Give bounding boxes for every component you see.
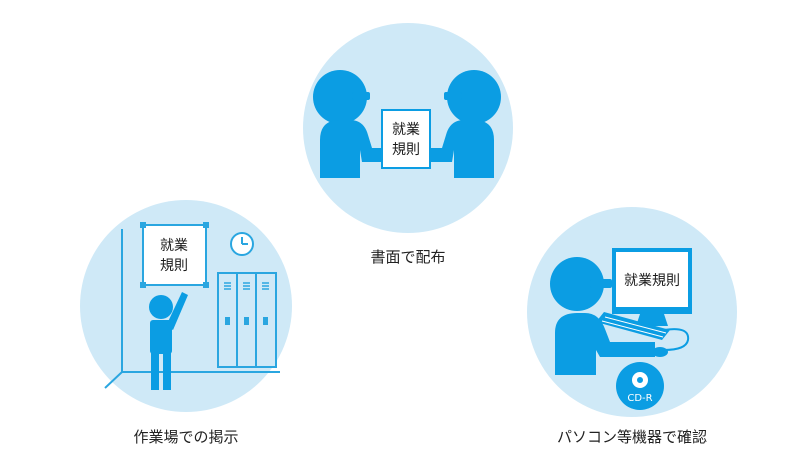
notice-line-2: 規則 [160,258,188,274]
scene-written-distribution: 就業 規則 書面で配布 [303,23,513,266]
monitor-icon: 就業規則 [612,248,692,326]
mouse-cable [663,328,690,351]
scene-computer-check: 就業規則 CD-R パソコン等機器で確認 [527,207,737,446]
screen-text: 就業規則 [624,273,680,289]
room-outline [104,229,280,389]
person-at-computer-icon [550,257,655,375]
caption-written: 書面で配布 [370,248,445,266]
person-left-icon [313,70,388,178]
posted-notice: 就業 規則 [140,222,209,288]
lockers-icon [217,272,277,368]
person-right-icon [426,70,501,178]
notice-line-1: 就業 [160,238,188,254]
person-posting-icon [149,292,188,390]
caption-posted: 作業場での掲示 [133,428,238,446]
scene-workplace-posting: 就業 規則 [80,200,292,446]
caption-computer: パソコン等機器で確認 [557,428,707,446]
document-line-2: 規則 [392,142,420,158]
keyboard-icon [596,312,670,340]
document-line-1: 就業 [392,122,420,138]
cd-label: CD-R [627,393,652,404]
rules-document: 就業 規則 [381,109,431,169]
clock-icon [230,232,254,256]
cd-r-disc-icon: CD-R [616,362,664,410]
mouse-icon [652,347,668,357]
